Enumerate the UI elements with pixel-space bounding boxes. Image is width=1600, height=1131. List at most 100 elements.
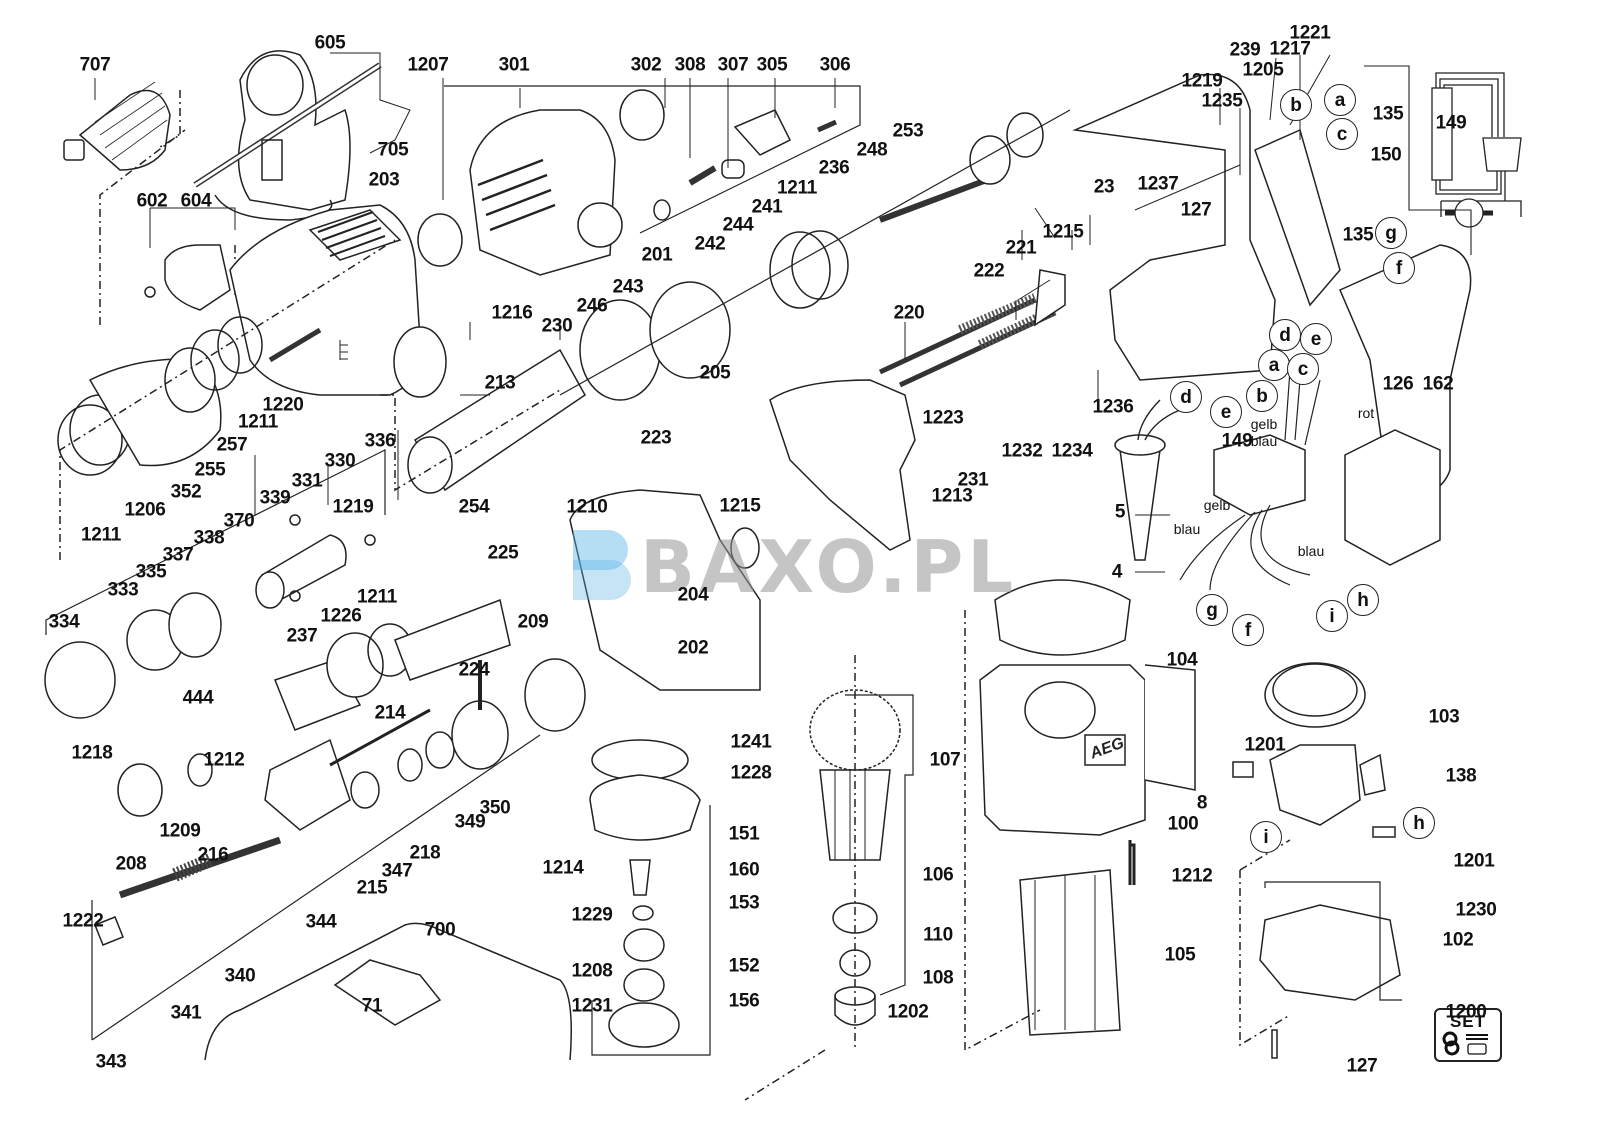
part-label[interactable]: 220 (893, 302, 925, 324)
part-label[interactable]: 604 (180, 190, 212, 212)
part-label[interactable]: 1211 (356, 586, 398, 608)
part-label[interactable]: 209 (517, 611, 549, 633)
part-label[interactable]: 152 (728, 955, 760, 977)
part-label[interactable]: 151 (728, 823, 760, 845)
part-label[interactable]: 138 (1445, 765, 1477, 787)
part-label[interactable]: 707 (79, 54, 111, 76)
part-label[interactable]: 1219 (1181, 70, 1223, 92)
part-label[interactable]: 605 (314, 32, 346, 54)
part-label[interactable]: 344 (305, 911, 337, 933)
part-label[interactable]: 236 (818, 157, 850, 179)
part-label[interactable]: 254 (458, 496, 490, 518)
part-label[interactable]: 223 (640, 427, 672, 449)
part-label[interactable]: 239 (1229, 39, 1261, 61)
part-label[interactable]: 149 (1221, 430, 1253, 452)
part-label[interactable]: 1229 (571, 904, 613, 926)
part-label[interactable]: 1215 (1042, 221, 1084, 243)
part-label[interactable]: 1200 (1445, 1001, 1487, 1023)
part-label[interactable]: 203 (368, 169, 400, 191)
part-label[interactable]: 1234 (1051, 440, 1093, 462)
part-label[interactable]: 23 (1093, 176, 1115, 198)
part-label[interactable]: 244 (722, 214, 754, 236)
part-label[interactable]: 340 (224, 965, 256, 987)
part-label[interactable]: 100 (1167, 813, 1199, 835)
part-label[interactable]: 307 (717, 54, 749, 76)
part-label[interactable]: 255 (194, 459, 226, 481)
part-label[interactable]: 71 (361, 995, 383, 1017)
part-label[interactable]: 1201 (1453, 850, 1495, 872)
part-label[interactable]: 213 (484, 372, 516, 394)
part-label[interactable]: 208 (115, 853, 147, 875)
part-label[interactable]: 602 (136, 190, 168, 212)
part-label[interactable]: 338 (193, 527, 225, 549)
part-label[interactable]: 337 (162, 544, 194, 566)
part-label[interactable]: 343 (95, 1051, 127, 1073)
part-label[interactable]: 224 (458, 659, 490, 681)
part-label[interactable]: 135 (1342, 224, 1374, 246)
part-label[interactable]: 222 (973, 260, 1005, 282)
part-label[interactable]: 1211 (80, 524, 122, 546)
part-label[interactable]: 1211 (237, 411, 279, 433)
part-label[interactable]: 204 (677, 584, 709, 606)
part-label[interactable]: 205 (699, 362, 731, 384)
part-label[interactable]: 202 (677, 637, 709, 659)
part-label[interactable]: 102 (1442, 929, 1474, 951)
part-label[interactable]: 352 (170, 481, 202, 503)
part-label[interactable]: 1226 (320, 605, 362, 627)
part-label[interactable]: 1235 (1201, 90, 1243, 112)
part-label[interactable]: 105 (1164, 944, 1196, 966)
part-label[interactable]: 106 (922, 864, 954, 886)
part-label[interactable]: 230 (541, 315, 573, 337)
part-label[interactable]: 308 (674, 54, 706, 76)
part-label[interactable]: 237 (286, 625, 318, 647)
part-label[interactable]: 1215 (719, 495, 761, 517)
part-label[interactable]: 5 (1114, 501, 1126, 523)
part-label[interactable]: 1236 (1092, 396, 1134, 418)
part-label[interactable]: 330 (324, 450, 356, 472)
part-label[interactable]: 1231 (571, 995, 613, 1017)
part-label[interactable]: 149 (1435, 112, 1467, 134)
part-label[interactable]: 1222 (62, 910, 104, 932)
part-label[interactable]: 347 (381, 860, 413, 882)
part-label[interactable]: 1210 (566, 496, 608, 518)
part-label[interactable]: 339 (259, 487, 291, 509)
part-label[interactable]: 1201 (1244, 734, 1286, 756)
part-label[interactable]: 306 (819, 54, 851, 76)
part-label[interactable]: 104 (1166, 649, 1198, 671)
part-label[interactable]: 1214 (542, 857, 584, 879)
part-label[interactable]: 1209 (159, 820, 201, 842)
part-label[interactable]: 341 (170, 1002, 202, 1024)
part-label[interactable]: 162 (1422, 373, 1454, 395)
part-label[interactable]: 127 (1346, 1055, 1378, 1077)
part-label[interactable]: 1212 (1171, 865, 1213, 887)
part-label[interactable]: 127 (1180, 199, 1212, 221)
part-label[interactable]: 110 (923, 924, 953, 946)
part-label[interactable]: 331 (291, 470, 323, 492)
part-label[interactable]: 1216 (491, 302, 533, 324)
part-label[interactable]: 150 (1370, 144, 1402, 166)
part-label[interactable]: 241 (751, 196, 783, 218)
part-label[interactable]: 1218 (71, 742, 113, 764)
part-label[interactable]: 214 (374, 702, 406, 724)
part-label[interactable]: 302 (630, 54, 662, 76)
part-label[interactable]: 242 (694, 233, 726, 255)
part-label[interactable]: 1220 (262, 394, 304, 416)
part-label[interactable]: 1232 (1001, 440, 1043, 462)
part-label[interactable]: 1212 (203, 749, 245, 771)
part-label[interactable]: 1230 (1455, 899, 1497, 921)
part-label[interactable]: 257 (216, 434, 248, 456)
part-label[interactable]: 1206 (124, 499, 166, 521)
part-label[interactable]: 8 (1196, 792, 1208, 814)
part-label[interactable]: 335 (135, 561, 167, 583)
part-label[interactable]: 350 (479, 797, 511, 819)
part-label[interactable]: 1237 (1137, 173, 1179, 195)
part-label[interactable]: 333 (107, 579, 139, 601)
part-label[interactable]: 1219 (332, 496, 374, 518)
part-label[interactable]: 1213 (931, 485, 973, 507)
part-label[interactable]: 246 (576, 295, 608, 317)
part-label[interactable]: 444 (182, 687, 214, 709)
part-label[interactable]: 1217 (1269, 38, 1311, 60)
part-label[interactable]: 153 (728, 892, 760, 914)
part-label[interactable]: 107 (929, 749, 961, 771)
part-label[interactable]: 126 (1382, 373, 1414, 395)
